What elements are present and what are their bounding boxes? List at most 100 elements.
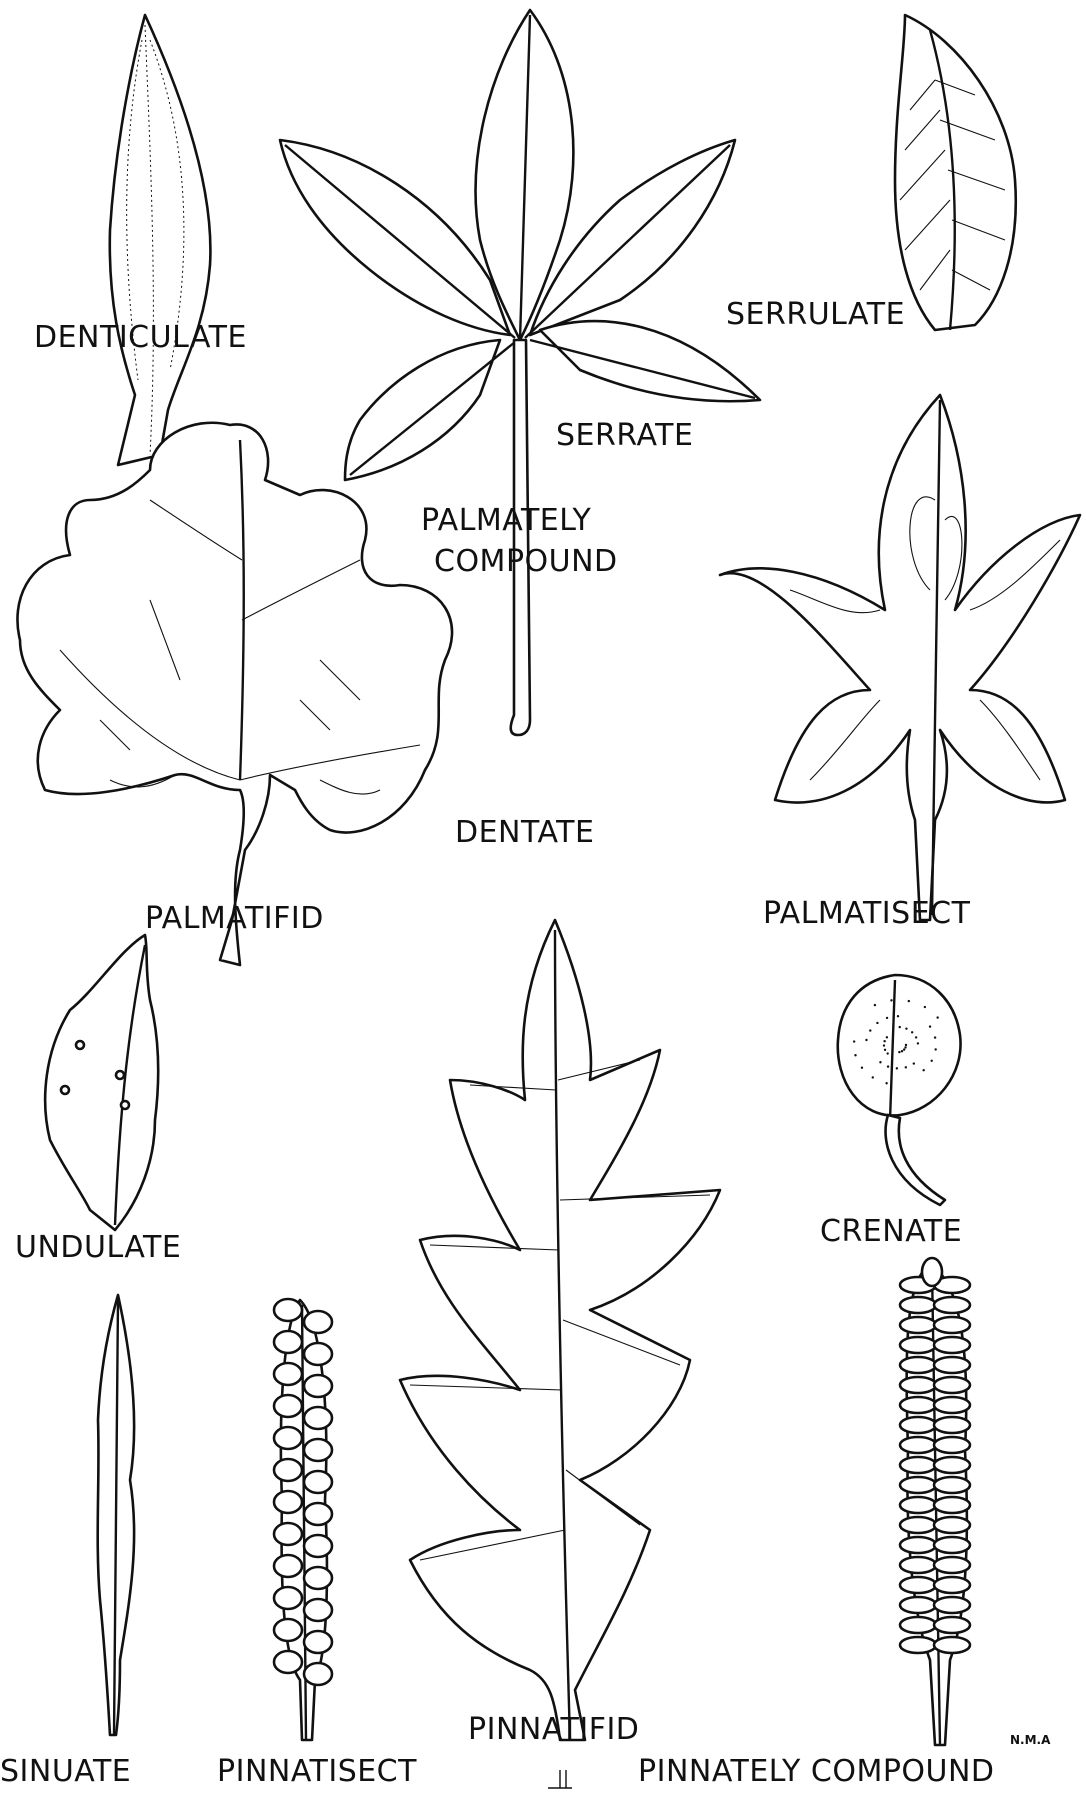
label-sinuate: SINUATE [0, 1757, 131, 1787]
pinnatisect-lobe [304, 1343, 332, 1365]
pinnately-compound-terminal-leaflet [922, 1258, 942, 1286]
crenate-stipple-dot [879, 1061, 881, 1063]
crenate-stipple-dot [898, 1051, 900, 1053]
pinnately-compound-leaflet [934, 1537, 970, 1553]
pinnately-compound-leaflet [934, 1637, 970, 1653]
crenate-stipple-dot [886, 1052, 888, 1054]
pinnatisect-lobe [274, 1395, 302, 1417]
serrulate-leaf [895, 15, 1016, 330]
pinnatisect-lobe [274, 1331, 302, 1353]
label-undulate: UNDULATE [15, 1233, 181, 1263]
pinnatisect-lobe [304, 1631, 332, 1653]
crenate-stipple-dot [934, 1036, 936, 1038]
label-pinnatisect: PINNATISECT [217, 1757, 417, 1787]
crenate-stipple-dot [897, 1015, 899, 1017]
crenate-stipple-dot [905, 1044, 907, 1046]
pinnately-compound-leaflet [934, 1477, 970, 1493]
pinnatisect-lobe [274, 1459, 302, 1481]
pinnatisect-lobe [274, 1555, 302, 1577]
crenate-stipple-dot [861, 1067, 863, 1069]
pinnatisect-lobe [274, 1491, 302, 1513]
pinnately-compound-leaflet [900, 1477, 936, 1493]
crenate-stipple-dot [924, 1006, 926, 1008]
pinnatisect-lobe [274, 1523, 302, 1545]
artist-signature: N.M.A [1010, 1733, 1050, 1747]
crenate-stipple-dot [890, 999, 892, 1001]
crenate-stipple-dot [883, 1040, 885, 1042]
crenate-stipple-dot [905, 1027, 907, 1029]
label-denticulate: DENTICULATE [34, 323, 247, 353]
crenate-stipple-dot [917, 1042, 919, 1044]
crenate-stipple-dot [896, 1067, 898, 1069]
pinnatisect-lobe [304, 1535, 332, 1557]
crenate-stipple-dot [904, 1046, 906, 1048]
pinnatisect-lobe [304, 1503, 332, 1525]
pinnately-compound-leaflet [900, 1617, 936, 1633]
pinnately-compound-leaflet [900, 1437, 936, 1453]
pinnatisect-lobe [274, 1363, 302, 1385]
crenate-stipple-dot [887, 1065, 889, 1067]
pinnatisect-lobe [304, 1567, 332, 1589]
pinnately-compound-leaflet [900, 1337, 936, 1353]
crenate-stipple-dot [908, 1000, 910, 1002]
pinnately-compound-leaflet [934, 1297, 970, 1313]
crenate-stipple-dot [934, 1048, 936, 1050]
pinnately-compound-leaflet [900, 1297, 936, 1313]
pinnatisect-lobe [274, 1619, 302, 1641]
crenate-stipple-dot [874, 1004, 876, 1006]
crenate-stipple-dot [929, 1025, 931, 1027]
crenate-stipple-dot [854, 1054, 856, 1056]
pinnatisect-lobe [304, 1439, 332, 1461]
crenate-stipple-dot [899, 1026, 901, 1028]
pinnately-compound-leaflet [900, 1597, 936, 1613]
pinnately-compound-leaflet [934, 1597, 970, 1613]
pinnately-compound-leaflet [934, 1457, 970, 1473]
label-serrate: SERRATE [556, 421, 693, 451]
pinnately-compound-leaflet [900, 1577, 936, 1593]
crenate-stipple-dot [884, 1049, 886, 1051]
crenate-stipple-dot [865, 1039, 867, 1041]
palmatisect-leaf [720, 395, 1080, 920]
pinnately-compound-leaflet [900, 1397, 936, 1413]
pinnatisect-lobe [274, 1427, 302, 1449]
pinnately-compound-leaflet [934, 1577, 970, 1593]
pinnatisect-lobe [304, 1375, 332, 1397]
label-palmately-compound-line1: PALMATELY [421, 506, 591, 536]
pinnately-compound-leaflet [900, 1517, 936, 1533]
pinnatisect-lobe [274, 1299, 302, 1321]
crenate-stipple-dot [883, 1044, 885, 1046]
pinnatisect-lobe [304, 1599, 332, 1621]
palmatifid-leaf [17, 423, 452, 965]
pinnatisect-lobe [304, 1663, 332, 1685]
crenate-stipple-dot [936, 1016, 938, 1018]
label-palmatifid: PALMATIFID [145, 904, 324, 934]
pinnately-compound-leaflet [934, 1377, 970, 1393]
crenate-stipple-dot [905, 1066, 907, 1068]
crenate-stipple-dot [886, 1036, 888, 1038]
crenate-stipple-dot [903, 1048, 905, 1050]
label-pinnately-compound: PINNATELY COMPOUND [638, 1757, 995, 1787]
pinnatisect-lobe [304, 1471, 332, 1493]
label-serrulate: SERRULATE [726, 300, 905, 330]
label-palmatisect: PALMATISECT [763, 899, 970, 929]
pinnately-compound-leaflet [900, 1637, 936, 1653]
pinnately-compound-leaflet [934, 1437, 970, 1453]
pinnatisect-lobe [274, 1651, 302, 1673]
crenate-stipple-dot [913, 1062, 915, 1064]
crenate-stipple-dot [901, 1050, 903, 1052]
pinnately-compound-leaflet [934, 1517, 970, 1533]
pinnately-compound-leaflet [934, 1557, 970, 1573]
pinnately-compound-leaflet [934, 1417, 970, 1433]
pinnately-compound-leaflet [900, 1417, 936, 1433]
pinnately-compound-leaflet [900, 1457, 936, 1473]
pinnately-compound-leaflet [900, 1557, 936, 1573]
label-pinnatifid: PINNATIFID [468, 1715, 639, 1745]
crenate-stipple-dot [869, 1029, 871, 1031]
crenate-stipple-dot [886, 1017, 888, 1019]
label-dentate: DENTATE [455, 818, 594, 848]
pinnatifid-leaf [400, 920, 720, 1740]
pinnatisect-lobe [304, 1407, 332, 1429]
pinnatisect-lobe [304, 1311, 332, 1333]
crenate-stipple-dot [911, 1031, 913, 1033]
pinnately-compound-leaflet [934, 1357, 970, 1373]
